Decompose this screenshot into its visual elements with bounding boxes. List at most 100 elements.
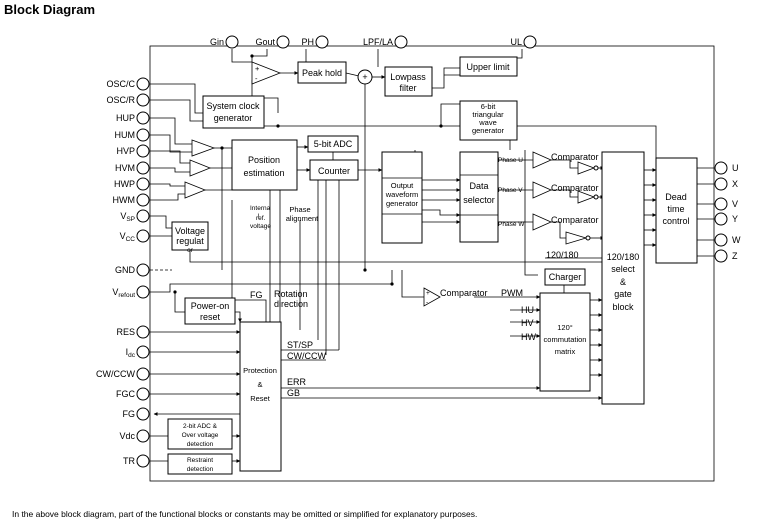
svg-text:HWP: HWP <box>114 179 135 189</box>
hall-comparators <box>184 139 216 199</box>
pin-y: Y <box>714 212 738 226</box>
voltage-regulator-block: Voltage regulat or <box>171 221 209 254</box>
svg-text:Z: Z <box>732 251 738 261</box>
pin-gout: Gout <box>255 35 290 49</box>
svg-text:HUM: HUM <box>115 130 136 140</box>
internal-ref-label: Interna <box>250 205 271 212</box>
svg-text:triangular: triangular <box>472 110 504 119</box>
svg-text:or: or <box>187 247 194 254</box>
pin-hwp: HWP <box>114 177 150 191</box>
phase-w-label: Phase W <box>498 221 525 228</box>
pin-cw-ccw: CW/CCW <box>96 367 150 381</box>
svg-text:direction: direction <box>274 299 308 309</box>
rotation-direction-label: Rotation <box>274 289 308 299</box>
svg-text:Peak hold: Peak hold <box>302 68 342 78</box>
svg-text:Lowpass: Lowpass <box>390 72 426 82</box>
svg-text:selector: selector <box>463 195 495 205</box>
svg-text:Idc: Idc <box>126 347 136 359</box>
pin-vcc: VCC <box>120 229 150 243</box>
svg-text:HWM: HWM <box>113 195 136 205</box>
svg-text:&: & <box>620 277 626 287</box>
pin-hup: HUP <box>116 111 150 125</box>
pin-ph: PH <box>301 35 329 49</box>
svg-text:HUP: HUP <box>116 113 135 123</box>
right-pins: U X V Y W Z <box>714 161 741 263</box>
svg-text:HVM: HVM <box>115 163 135 173</box>
svg-text:LPF/LA: LPF/LA <box>363 37 393 47</box>
svg-text:RES: RES <box>116 327 135 337</box>
svg-text:2-bit ADC &: 2-bit ADC & <box>183 423 218 430</box>
cw-ccw-signal-label: CW/CCW <box>287 351 326 361</box>
select-gate-block: 120/180 select & gate block <box>601 151 645 405</box>
system-clock-generator-block: System clock generator <box>202 95 265 129</box>
svg-text:Over voltage: Over voltage <box>182 432 219 439</box>
svg-text:waveform: waveform <box>385 190 419 199</box>
svg-text:6-bit: 6-bit <box>481 102 497 111</box>
svg-text:TR: TR <box>123 456 135 466</box>
counter-block: Counter <box>309 159 359 181</box>
svg-text:Output: Output <box>391 181 414 190</box>
peak-hold-block: Peak hold <box>297 61 347 84</box>
data-selector-block: Data selector <box>459 151 499 243</box>
pin-ul: UL <box>510 35 537 49</box>
pwm-comparator: + - <box>423 287 441 307</box>
svg-text:System clock: System clock <box>206 101 260 111</box>
chip-outline <box>149 45 715 482</box>
pin-gin: Gin <box>210 35 239 49</box>
pin-vdc: Vdc <box>119 429 150 443</box>
svg-text:Counter: Counter <box>318 166 350 176</box>
output-waveform-generator-block: Output waveform generator <box>381 151 423 244</box>
pin-tr: TR <box>123 454 150 468</box>
svg-text:Upper limit: Upper limit <box>466 62 510 72</box>
hw-label: HW <box>521 332 536 342</box>
svg-text:VSP: VSP <box>120 211 135 223</box>
pin-w: W <box>714 233 741 247</box>
svg-text:UL: UL <box>510 37 522 47</box>
pin-u: U <box>714 161 739 175</box>
svg-text:control: control <box>662 216 689 226</box>
svg-text:alignment: alignment <box>286 214 319 223</box>
pin-osc-r: OSC/R <box>106 93 150 107</box>
svg-text:Vrefout: Vrefout <box>112 287 135 299</box>
power-on-reset-block: Power-on reset <box>184 297 236 325</box>
pin-vsp: VSP <box>120 209 150 223</box>
upper-limit-block: Upper limit <box>459 56 518 77</box>
svg-text:Data: Data <box>469 181 488 191</box>
top-pins: Gin Gout PH LPF/LA UL <box>210 35 537 49</box>
svg-text:-: - <box>426 299 428 306</box>
fg-signal-label: FG <box>250 290 263 300</box>
svg-text:voltage: voltage <box>250 223 271 230</box>
svg-text:generator: generator <box>386 199 419 208</box>
gb-label: GB <box>287 388 300 398</box>
pin-osc-c: OSC/C <box>106 77 150 91</box>
svg-text:Position: Position <box>248 155 280 165</box>
svg-text:block: block <box>612 302 634 312</box>
svg-text:Voltage: Voltage <box>175 226 205 236</box>
svg-text:X: X <box>732 179 738 189</box>
dead-time-control-block: Dead time control <box>655 157 698 264</box>
adc-overvoltage-block: 2-bit ADC & Over voltage detection <box>167 418 233 450</box>
svg-text:120°: 120° <box>557 323 573 332</box>
svg-text:matrix: matrix <box>555 347 576 356</box>
svg-text:Gout: Gout <box>255 37 275 47</box>
svg-text:+: + <box>362 72 367 82</box>
pin-x: X <box>714 177 738 191</box>
pwm-label: PWM <box>501 288 523 298</box>
st-sp-label: ST/SP <box>287 340 313 350</box>
svg-text:Dead: Dead <box>665 192 687 202</box>
svg-text:CW/CCW: CW/CCW <box>96 369 135 379</box>
svg-text:+: + <box>255 64 260 73</box>
footnote: In the above block diagram, part of the … <box>12 509 477 519</box>
svg-text:regulat: regulat <box>176 236 204 246</box>
hv-label: HV <box>521 318 534 328</box>
svg-text:commutation: commutation <box>544 335 587 344</box>
junction-dots <box>173 54 443 294</box>
summing-node: + <box>357 69 373 85</box>
svg-text:&: & <box>257 380 262 389</box>
svg-text:detection: detection <box>187 441 214 448</box>
svg-text:5-bit ADC: 5-bit ADC <box>314 139 353 149</box>
pin-gnd: GND <box>115 263 150 277</box>
phase-v-label: Phase V <box>498 187 523 194</box>
svg-text:generator: generator <box>472 126 505 135</box>
